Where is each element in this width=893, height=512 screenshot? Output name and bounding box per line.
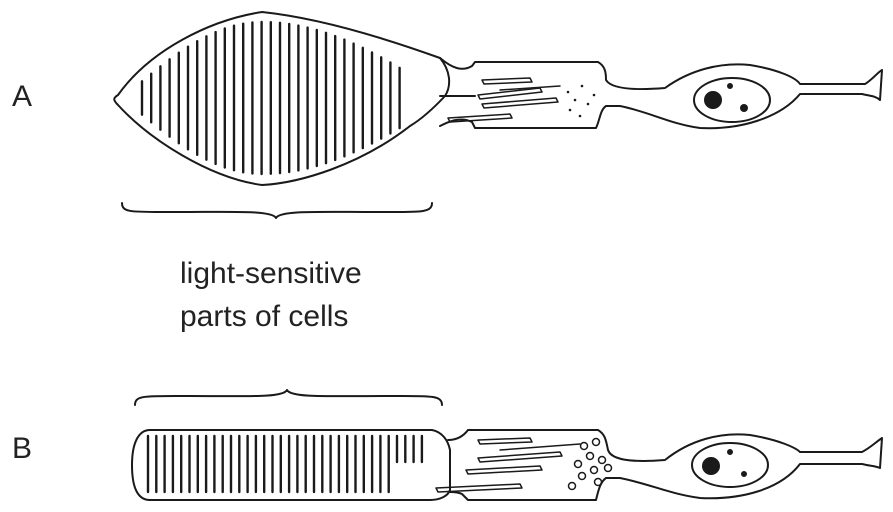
cell-b-nucleus-dot-1 — [728, 450, 732, 454]
cell-a — [114, 12, 882, 185]
cell-b-mitochondria — [436, 438, 580, 492]
cell-b-inner-segment — [448, 430, 882, 500]
cell-a-nucleus-dot-1 — [728, 84, 732, 88]
cell-b-outer-segment — [132, 430, 450, 500]
cell-b-disk-lines — [148, 436, 422, 492]
cell-a-nucleolus — [705, 92, 721, 108]
cell-b-vesicles — [569, 439, 612, 490]
brace-bottom — [135, 390, 442, 405]
brace-top — [122, 203, 432, 218]
cell-a-mitochondria — [448, 78, 560, 122]
cell-a-disk-lines — [142, 22, 400, 174]
cell-a-granules — [567, 85, 596, 118]
cell-b-nucleolus — [703, 458, 719, 474]
cell-b — [132, 430, 882, 500]
cell-b-nucleus-dot-2 — [742, 472, 746, 476]
cell-a-nucleus-dot-2 — [741, 105, 747, 111]
